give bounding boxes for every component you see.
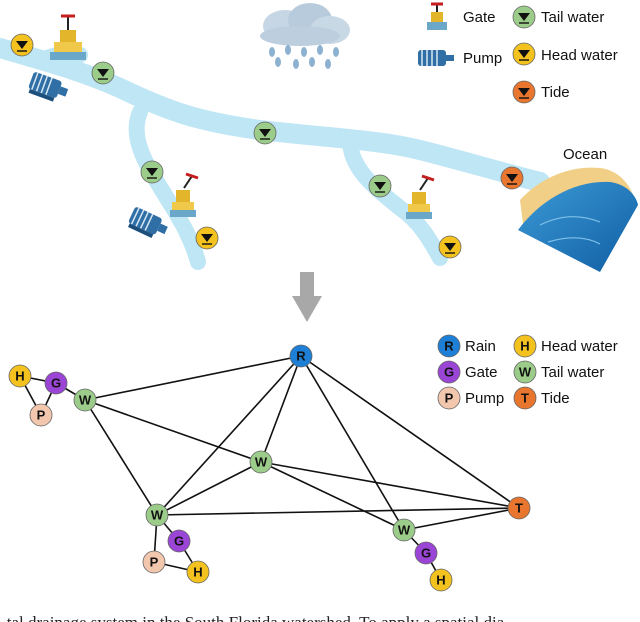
- svg-text:T: T: [521, 391, 529, 406]
- graph-edge-R-W1: [84, 355, 302, 401]
- legend-gate-node-label: Gate: [465, 364, 498, 381]
- legend-pump-icon: [418, 50, 454, 66]
- graph-edge-W2-W4: [260, 461, 405, 531]
- ocean-label: Ocean: [563, 146, 607, 163]
- svg-text:H: H: [15, 369, 24, 384]
- legend-tide-node-label: Tide: [541, 390, 570, 407]
- gate-icon: [170, 172, 199, 217]
- legend-tail-water-node: W: [513, 360, 537, 384]
- legend-head-water-node: H: [513, 334, 537, 358]
- right-branch: [342, 132, 448, 266]
- head-water-marker: [10, 33, 34, 57]
- head-water-marker: [438, 235, 462, 259]
- legend-gate-node: G: [437, 360, 461, 384]
- graph-node-R: R: [289, 344, 313, 368]
- svg-text:W: W: [255, 455, 268, 470]
- svg-text:H: H: [436, 573, 445, 588]
- legend-tide-marker: [512, 80, 536, 104]
- svg-text:G: G: [174, 534, 184, 549]
- tail-water-marker: [253, 121, 277, 145]
- tail-water-marker: [91, 61, 115, 85]
- graph-edge-W2-W3: [156, 461, 262, 516]
- pump-icon: [128, 207, 168, 239]
- map-water-markers: [10, 33, 524, 259]
- graph-node-G1: G: [44, 371, 68, 395]
- legend-head-water-marker: [512, 42, 536, 66]
- legend-pump-node: P: [437, 386, 461, 410]
- legend-rain-node: R: [437, 334, 461, 358]
- graph-node-T: T: [507, 496, 531, 520]
- bottom-legend: R Rain G Gate P Pump H Head water W Tail…: [437, 334, 618, 410]
- graph-edge-W1-W2: [84, 399, 262, 463]
- graph-node-W4: W: [392, 518, 416, 542]
- river-network: [0, 38, 550, 270]
- graph-edge-W2-T: [260, 461, 520, 509]
- graph-node-G4: G: [414, 541, 438, 565]
- graph-edge-W3-T: [156, 507, 520, 516]
- graph-node-W2: W: [249, 450, 273, 474]
- down-arrow-icon: [292, 272, 322, 322]
- legend-head-water-label: Head water: [541, 47, 618, 64]
- svg-text:P: P: [150, 555, 159, 570]
- legend-tail-water-node-label: Tail water: [541, 364, 604, 381]
- graph-edge-W4-T: [403, 507, 520, 531]
- graph-edge-R-W3: [156, 355, 302, 516]
- left-branch: [128, 104, 206, 270]
- legend-tail-water-label: Tail water: [541, 9, 604, 26]
- graph-edge-W1-W3: [84, 399, 158, 516]
- legend-gate-icon: [427, 2, 447, 30]
- svg-text:P: P: [445, 391, 454, 406]
- graph-node-P3: P: [142, 550, 166, 574]
- graph-node-H4: H: [429, 568, 453, 592]
- legend-tail-water-marker: [512, 5, 536, 29]
- graph-node-G3: G: [167, 529, 191, 553]
- svg-text:W: W: [519, 365, 532, 380]
- graph-node-W3: W: [145, 503, 169, 527]
- tail-water-marker: [140, 160, 164, 184]
- graph-node-H3: H: [186, 560, 210, 584]
- svg-text:G: G: [51, 376, 61, 391]
- svg-text:W: W: [151, 508, 164, 523]
- figure-caption: ...tal drainage system in the South Flor…: [0, 613, 517, 622]
- main-river: [0, 38, 550, 192]
- tail-water-marker: [368, 174, 392, 198]
- graph-node-P1: P: [29, 403, 53, 427]
- svg-text:H: H: [520, 339, 529, 354]
- legend-rain-label: Rain: [465, 338, 496, 355]
- graph-edge-R-W4: [300, 355, 405, 531]
- svg-text:T: T: [515, 501, 523, 516]
- svg-text:G: G: [444, 365, 454, 380]
- top-legend: Gate Pump Tail water Head water Tide: [418, 2, 618, 104]
- svg-text:H: H: [193, 565, 202, 580]
- graph-node-W1: W: [73, 388, 97, 412]
- svg-text:R: R: [444, 339, 454, 354]
- graph-edge-R-W2: [260, 355, 302, 463]
- legend-gate-label: Gate: [463, 9, 496, 26]
- ocean-water: [518, 181, 638, 272]
- ocean: Ocean: [518, 146, 638, 272]
- legend-tide-node: T: [513, 386, 537, 410]
- graph-edge-R-T: [300, 355, 520, 509]
- head-water-marker: [195, 226, 219, 250]
- svg-text:R: R: [296, 349, 306, 364]
- svg-text:W: W: [79, 393, 92, 408]
- svg-text:W: W: [398, 523, 411, 538]
- rain-cloud-icon: [260, 3, 350, 69]
- svg-text:P: P: [37, 408, 46, 423]
- legend-pump-node-label: Pump: [465, 390, 504, 407]
- tide-marker: [500, 166, 524, 190]
- pump-icon: [28, 72, 69, 102]
- svg-text:G: G: [421, 546, 431, 561]
- gate-icon: [50, 14, 86, 60]
- gate-icon: [406, 174, 435, 219]
- graph-node-H1: H: [8, 364, 32, 388]
- legend-pump-label: Pump: [463, 50, 502, 67]
- legend-head-water-node-label: Head water: [541, 338, 618, 355]
- legend-tide-label: Tide: [541, 84, 570, 101]
